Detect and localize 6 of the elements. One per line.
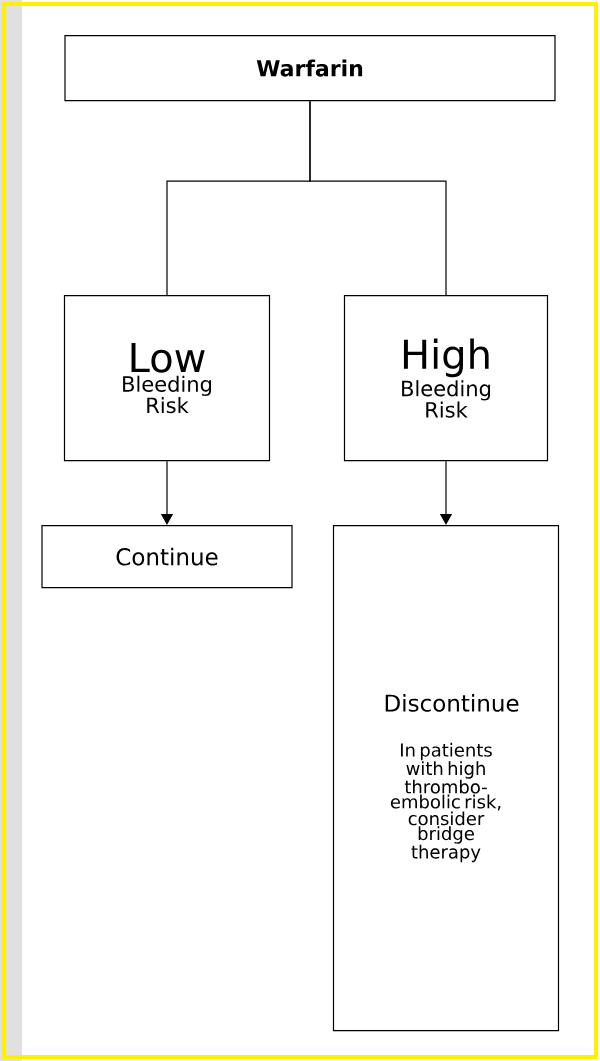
process-box: Low Bleeding Risk (63, 295, 271, 462)
title-box: Warfarin (64, 35, 556, 102)
process-box: High Bleeding Risk (343, 295, 549, 462)
connector-line (309, 100, 447, 296)
process-box: Continue (41, 525, 293, 589)
process-box: Discontinue In patients with high thrombo- embolic risk, consider bridge therapy (332, 525, 560, 1032)
